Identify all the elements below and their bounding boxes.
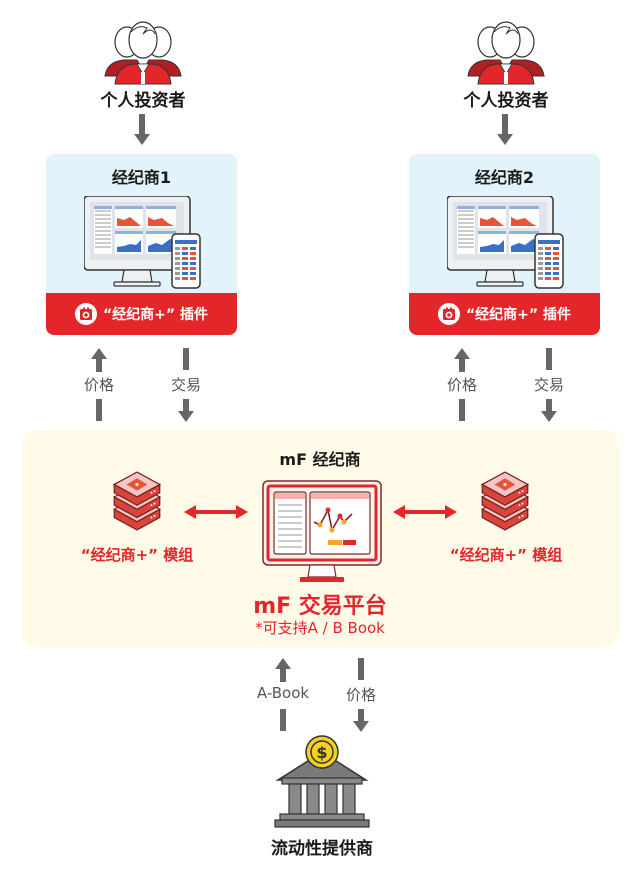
flow-line [183,348,189,370]
svg-text:$: $ [316,743,327,762]
flow-line [96,399,102,421]
flow-label-abook: A-Book [256,684,310,702]
plugin-banner: “经纪商+” 插件 [46,293,237,335]
module-label-right: “经纪商+” 模组 [449,546,563,564]
trading-platform-monitor-icon [262,480,382,582]
down-arrow-icon [134,114,150,145]
broker-card-2: 经纪商2 “经纪商+” 插件 [409,154,600,335]
down-arrow-icon [178,399,194,422]
trading-terminal-icon [447,196,564,289]
flow-line [358,658,364,680]
bank-icon: $ [274,735,370,828]
plugin-gear-icon [437,303,460,325]
broker-card-1: 经纪商1 “经纪商+” 插件 [46,154,237,335]
broker-title: 经纪商1 [111,168,172,187]
people-icon [467,21,545,85]
flow-label-price: 价格 [345,686,376,704]
plugin-label: “经纪商+” 插件 [465,307,571,323]
platform-header: mF 经纪商 [279,450,361,469]
flow-label-price: 价格 [83,376,114,394]
broker-title: 经纪商2 [474,168,535,187]
flow-line [546,348,552,370]
platform-subtitle: *可支持A / B Book [255,619,385,637]
server-stack-icon [113,471,161,531]
liquidity-provider-label: 流动性提供商 [271,839,373,859]
down-arrow-icon [541,399,557,422]
trading-terminal-icon [84,196,201,289]
plugin-label: “经纪商+” 插件 [102,307,208,323]
plugin-banner: “经纪商+” 插件 [409,293,600,335]
module-label-left: “经纪商+” 模组 [80,546,194,564]
investor-group-2 [460,14,552,86]
server-stack-icon [481,471,529,531]
people-icon [104,21,182,85]
flow-line [459,399,465,421]
flow-label-price: 价格 [446,376,477,394]
investor-label-1: 个人投资者 [100,91,186,111]
investor-group-1 [97,14,189,86]
down-arrow-icon [497,114,513,145]
flow-line [280,709,286,731]
investor-label-2: 个人投资者 [463,91,549,111]
flow-label-trade: 交易 [170,376,201,394]
up-arrow-icon [454,348,470,372]
bidirectional-arrow-icon [184,505,248,519]
flow-label-trade: 交易 [533,376,564,394]
platform-title: mF 交易平台 [253,594,387,619]
down-arrow-icon [353,709,369,732]
up-arrow-icon [275,658,291,682]
plugin-gear-icon [74,303,97,325]
up-arrow-icon [91,348,107,372]
bidirectional-arrow-icon [393,505,457,519]
